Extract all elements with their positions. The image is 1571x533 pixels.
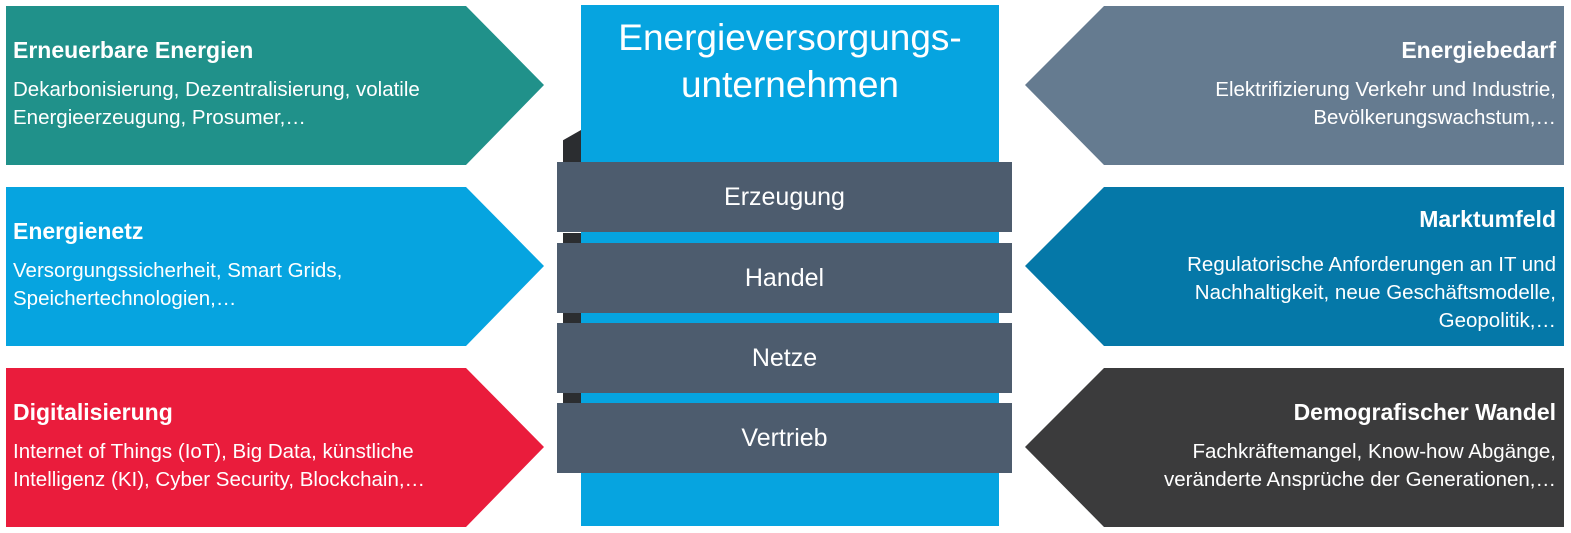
description-line: Dekarbonisierung, Dezentralisierung, vol… <box>13 78 420 101</box>
arrow-description: Regulatorische Anforderungen an IT und N… <box>1025 251 1556 335</box>
bar-fold-shadow <box>563 313 581 323</box>
description-line: Fachkräftemangel, Know-how Abgänge, <box>1192 440 1556 463</box>
arrow-energiebedarf: Energiebedarf Elektrifizierung Verkehr u… <box>1025 6 1564 165</box>
arrow-description: Elektrifizierung Verkehr und Industrie, … <box>1025 76 1556 132</box>
description-line: Nachhaltigkeit, neue Geschäftsmodelle, <box>1194 281 1556 304</box>
center-title-line: Energieversorgungs- <box>618 17 962 58</box>
arrow-demografischer-wandel: Demografischer Wandel Fachkräftemangel, … <box>1025 368 1564 527</box>
arrow-description: Dekarbonisierung, Dezentralisierung, vol… <box>13 76 544 132</box>
arrow-description: Fachkräftemangel, Know-how Abgänge, verä… <box>1025 438 1556 494</box>
description-line: Versorgungssicherheit, Smart Grids, <box>13 259 343 282</box>
arrow-description: Versorgungssicherheit, Smart Grids, Spei… <box>13 257 544 313</box>
arrow-marktumfeld: Marktumfeld Regulatorische Anforderungen… <box>1025 187 1564 346</box>
bar-fold-shadow <box>563 233 581 243</box>
arrow-title: Marktumfeld <box>1419 206 1556 232</box>
description-line: Intelligenz (KI), Cyber Security, Blockc… <box>13 468 426 491</box>
arrow-description: Internet of Things (IoT), Big Data, küns… <box>13 438 544 494</box>
center-title: Energieversorgungs- unternehmen <box>581 14 999 108</box>
arrow-title: Energiebedarf <box>1401 37 1556 63</box>
description-line: Elektrifizierung Verkehr und Industrie, <box>1215 78 1556 101</box>
arrow-digitalisierung: Digitalisierung Internet of Things (IoT)… <box>6 368 544 527</box>
arrow-title: Digitalisierung <box>13 399 173 425</box>
arrow-erneuerbare-energien: Erneuerbare Energien Dekarbonisierung, D… <box>6 6 544 165</box>
description-line: Bevölkerungswachstum,… <box>1313 106 1556 129</box>
arrow-title: Demografischer Wandel <box>1293 399 1556 425</box>
bar-erzeugung: Erzeugung <box>557 162 1012 232</box>
description-line: veränderte Ansprüche der Generationen,… <box>1163 468 1556 491</box>
description-line: Energieerzeugung, Prosumer,… <box>13 106 306 129</box>
bar-fold-shadow <box>563 393 581 403</box>
bar-handel: Handel <box>557 243 1012 313</box>
arrow-energienetz: Energienetz Versorgungssicherheit, Smart… <box>6 187 544 346</box>
bar-netze: Netze <box>557 323 1012 393</box>
bar-fold-shadow <box>563 130 581 162</box>
arrow-title: Energienetz <box>13 218 144 244</box>
bar-vertrieb: Vertrieb <box>557 403 1012 473</box>
description-line: Speichertechnologien,… <box>13 287 237 310</box>
description-line: Internet of Things (IoT), Big Data, küns… <box>13 440 414 463</box>
arrow-title: Erneuerbare Energien <box>13 37 254 63</box>
description-line: Regulatorische Anforderungen an IT und <box>1187 253 1556 276</box>
center-title-line: unternehmen <box>680 64 900 105</box>
description-line: Geopolitik,… <box>1438 309 1556 332</box>
